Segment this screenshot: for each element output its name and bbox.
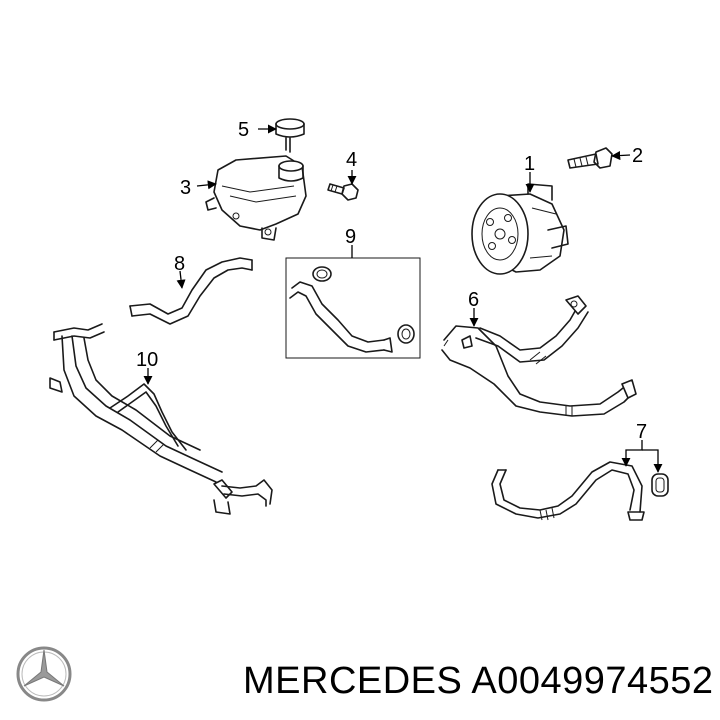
reservoir-cap bbox=[275, 118, 305, 153]
part-number: A0049974552 bbox=[471, 660, 714, 702]
mercedes-star-icon bbox=[16, 646, 72, 702]
brand-name: MERCEDES bbox=[243, 660, 463, 702]
callout-2: 2 bbox=[632, 145, 643, 167]
pump-bolt bbox=[567, 147, 613, 169]
callout-6: 6 bbox=[468, 289, 479, 311]
callout-10: 10 bbox=[136, 349, 158, 371]
supply-hose-kit bbox=[285, 257, 421, 359]
callout-1: 1 bbox=[524, 153, 535, 175]
power-steering-reservoir bbox=[205, 155, 307, 241]
callout-9: 9 bbox=[345, 226, 356, 248]
high-pressure-line bbox=[491, 461, 669, 521]
oil-cooler-line bbox=[49, 323, 273, 515]
return-hose bbox=[129, 257, 253, 325]
callout-labels: 5 3 4 1 2 8 9 6 10 7 bbox=[136, 119, 647, 443]
reservoir-bolt bbox=[327, 183, 359, 201]
power-steering-pump bbox=[471, 183, 569, 275]
callout-7: 7 bbox=[636, 421, 647, 443]
callout-8: 8 bbox=[174, 253, 185, 275]
callout-4: 4 bbox=[346, 149, 357, 171]
pressure-hose-assembly bbox=[441, 295, 637, 417]
callout-5: 5 bbox=[238, 119, 249, 141]
callout-3: 3 bbox=[180, 177, 191, 199]
part-label: MERCEDES A0049974552 bbox=[243, 660, 714, 703]
callout-leaders bbox=[143, 124, 663, 473]
